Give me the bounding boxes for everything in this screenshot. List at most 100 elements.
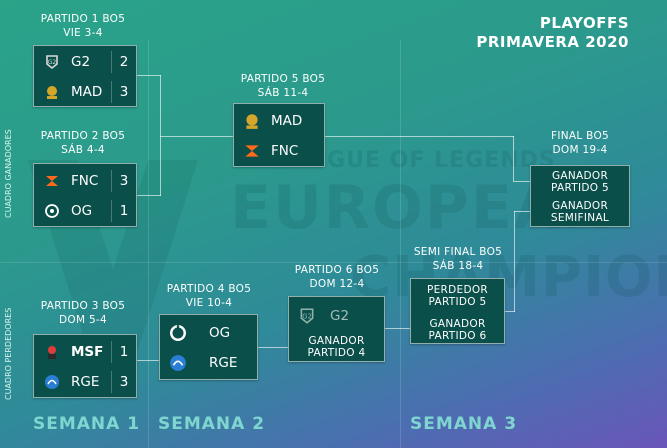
connector <box>505 311 515 312</box>
match-2-header: PARTIDO 2 BO5 SÁB 4-4 <box>30 129 136 157</box>
connector <box>137 195 161 196</box>
match-2-card[interactable]: FNC 3 OG 1 <box>33 163 137 227</box>
score-divider <box>111 51 112 73</box>
connector <box>514 211 530 212</box>
team-score: 2 <box>119 54 129 70</box>
team-name: OG <box>71 203 93 219</box>
match-4-header: PARTIDO 4 BO5 VIE 10-4 <box>155 282 263 310</box>
team-row[interactable]: RGE <box>160 348 257 378</box>
semi-label: SEMI FINAL BO5 <box>413 246 503 258</box>
slot-line: GANADOR <box>429 318 486 330</box>
week-2-label: SEMANA 2 <box>158 414 266 434</box>
match-4-label: PARTIDO 4 BO5 <box>166 283 252 295</box>
team-name: RGE <box>71 374 100 390</box>
connector <box>258 347 288 348</box>
final-label: FINAL BO5 <box>550 130 610 142</box>
g2-logo-icon: G2 <box>298 307 316 325</box>
match-3-label: PARTIDO 3 BO5 <box>40 300 126 312</box>
team-row[interactable]: FNC <box>234 136 324 166</box>
title-line2: PRIMAVERA 2020 <box>476 33 629 51</box>
score-divider <box>111 371 112 393</box>
upper-bracket-label: CUADRO GANADORES <box>4 129 13 218</box>
team-name: FNC <box>271 143 299 159</box>
match-6-header: PARTIDO 6 BO5 DOM 12-4 <box>283 263 391 291</box>
final-slot-2: GANADOR SEMIFINAL <box>531 200 629 224</box>
fnatic-logo-icon <box>243 142 261 160</box>
match-4-card[interactable]: OG RGE <box>159 314 258 380</box>
match-1-card[interactable]: G2 G2 2 MAD 3 <box>33 45 137 107</box>
final-header: FINAL BO5 DOM 19-4 <box>530 129 630 157</box>
team-row[interactable]: RGE 3 <box>34 367 136 397</box>
svg-text:G2: G2 <box>302 312 312 320</box>
rogue-logo-icon <box>169 354 187 372</box>
page-title: PLAYOFFS PRIMAVERA 2020 <box>476 14 629 52</box>
team-score: 3 <box>119 173 129 189</box>
team-row[interactable]: G2 G2 <box>289 301 384 331</box>
week-1-label: SEMANA 1 <box>33 414 141 434</box>
og-logo-icon <box>43 202 61 220</box>
match-5-header: PARTIDO 5 BO5 SÁB 11-4 <box>228 72 338 100</box>
match-3-card[interactable]: MSF 1 RGE 3 <box>33 334 137 398</box>
team-name: G2 <box>71 54 91 70</box>
connector <box>513 181 530 182</box>
connector <box>137 360 159 361</box>
match-3-header: PARTIDO 3 BO5 DOM 5-4 <box>30 299 136 327</box>
match-3-date: DOM 5-4 <box>59 314 107 326</box>
bracket-divider <box>0 262 667 263</box>
final-card[interactable]: GANADOR PARTIDO 5 GANADOR SEMIFINAL <box>530 165 630 227</box>
slot-line: PARTIDO 5 <box>551 182 609 194</box>
score-divider <box>111 81 112 103</box>
misfits-logo-icon <box>43 343 61 361</box>
origen-logo-icon <box>169 324 187 342</box>
team-row[interactable]: OG 1 <box>34 196 136 226</box>
lower-bracket-label: CUADRO PERDEDORES <box>4 307 13 400</box>
team-name: G2 <box>330 308 350 324</box>
week-3-label: SEMANA 3 <box>410 414 518 434</box>
slot-line: GANADOR <box>551 200 609 212</box>
slot-line: PARTIDO 4 <box>307 347 366 359</box>
team-row[interactable]: MAD 3 <box>34 77 136 107</box>
connector <box>160 136 233 137</box>
connector <box>513 136 514 181</box>
team-row[interactable]: MAD <box>234 106 324 136</box>
slot-line: PARTIDO 6 <box>428 330 487 342</box>
team-row[interactable]: G2 G2 2 <box>34 47 136 77</box>
fnatic-logo-icon <box>43 172 61 190</box>
title-line1: PLAYOFFS <box>539 14 629 32</box>
match-1-header: PARTIDO 1 BO5 VIE 3-4 <box>30 12 136 40</box>
semi-card[interactable]: PERDEDOR PARTIDO 5 GANADOR PARTIDO 6 <box>410 278 505 344</box>
connector <box>385 328 410 329</box>
team-score: 1 <box>119 344 129 360</box>
team-row[interactable]: MSF 1 <box>34 337 136 367</box>
match-4-date: VIE 10-4 <box>185 297 233 309</box>
final-slot-1: GANADOR PARTIDO 5 <box>531 170 629 194</box>
slot-line: PERDEDOR <box>426 284 489 296</box>
team-name: RGE <box>209 355 238 371</box>
week-divider <box>148 40 149 448</box>
score-divider <box>111 200 112 222</box>
slot-line: GANADOR <box>551 170 609 182</box>
team-row[interactable]: OG <box>160 318 257 348</box>
match-6-date: DOM 12-4 <box>309 278 365 290</box>
semi-header: SEMI FINAL BO5 SÁB 18-4 <box>405 245 511 273</box>
score-divider <box>111 341 112 363</box>
match-6-card[interactable]: G2 G2 GANADOR PARTIDO 4 <box>288 296 385 362</box>
match-5-card[interactable]: MAD FNC <box>233 103 325 167</box>
mad-lions-logo-icon <box>43 83 61 101</box>
team-score: 3 <box>119 84 129 100</box>
final-date: DOM 19-4 <box>552 144 608 156</box>
match-2-date: SÁB 4-4 <box>61 144 105 156</box>
match-6-slot: GANADOR PARTIDO 4 <box>289 335 384 359</box>
rogue-logo-icon <box>43 373 61 391</box>
team-row[interactable]: FNC 3 <box>34 166 136 196</box>
match-1-date: VIE 3-4 <box>63 27 103 39</box>
team-name: OG <box>209 325 231 341</box>
svg-text:G2: G2 <box>48 59 57 66</box>
match-1-label: PARTIDO 1 BO5 <box>40 13 126 25</box>
week-divider <box>400 40 401 448</box>
team-name: MAD <box>71 84 103 100</box>
connector <box>160 75 161 196</box>
connector <box>137 75 161 76</box>
team-score: 1 <box>119 203 129 219</box>
match-5-label: PARTIDO 5 BO5 <box>240 73 326 85</box>
